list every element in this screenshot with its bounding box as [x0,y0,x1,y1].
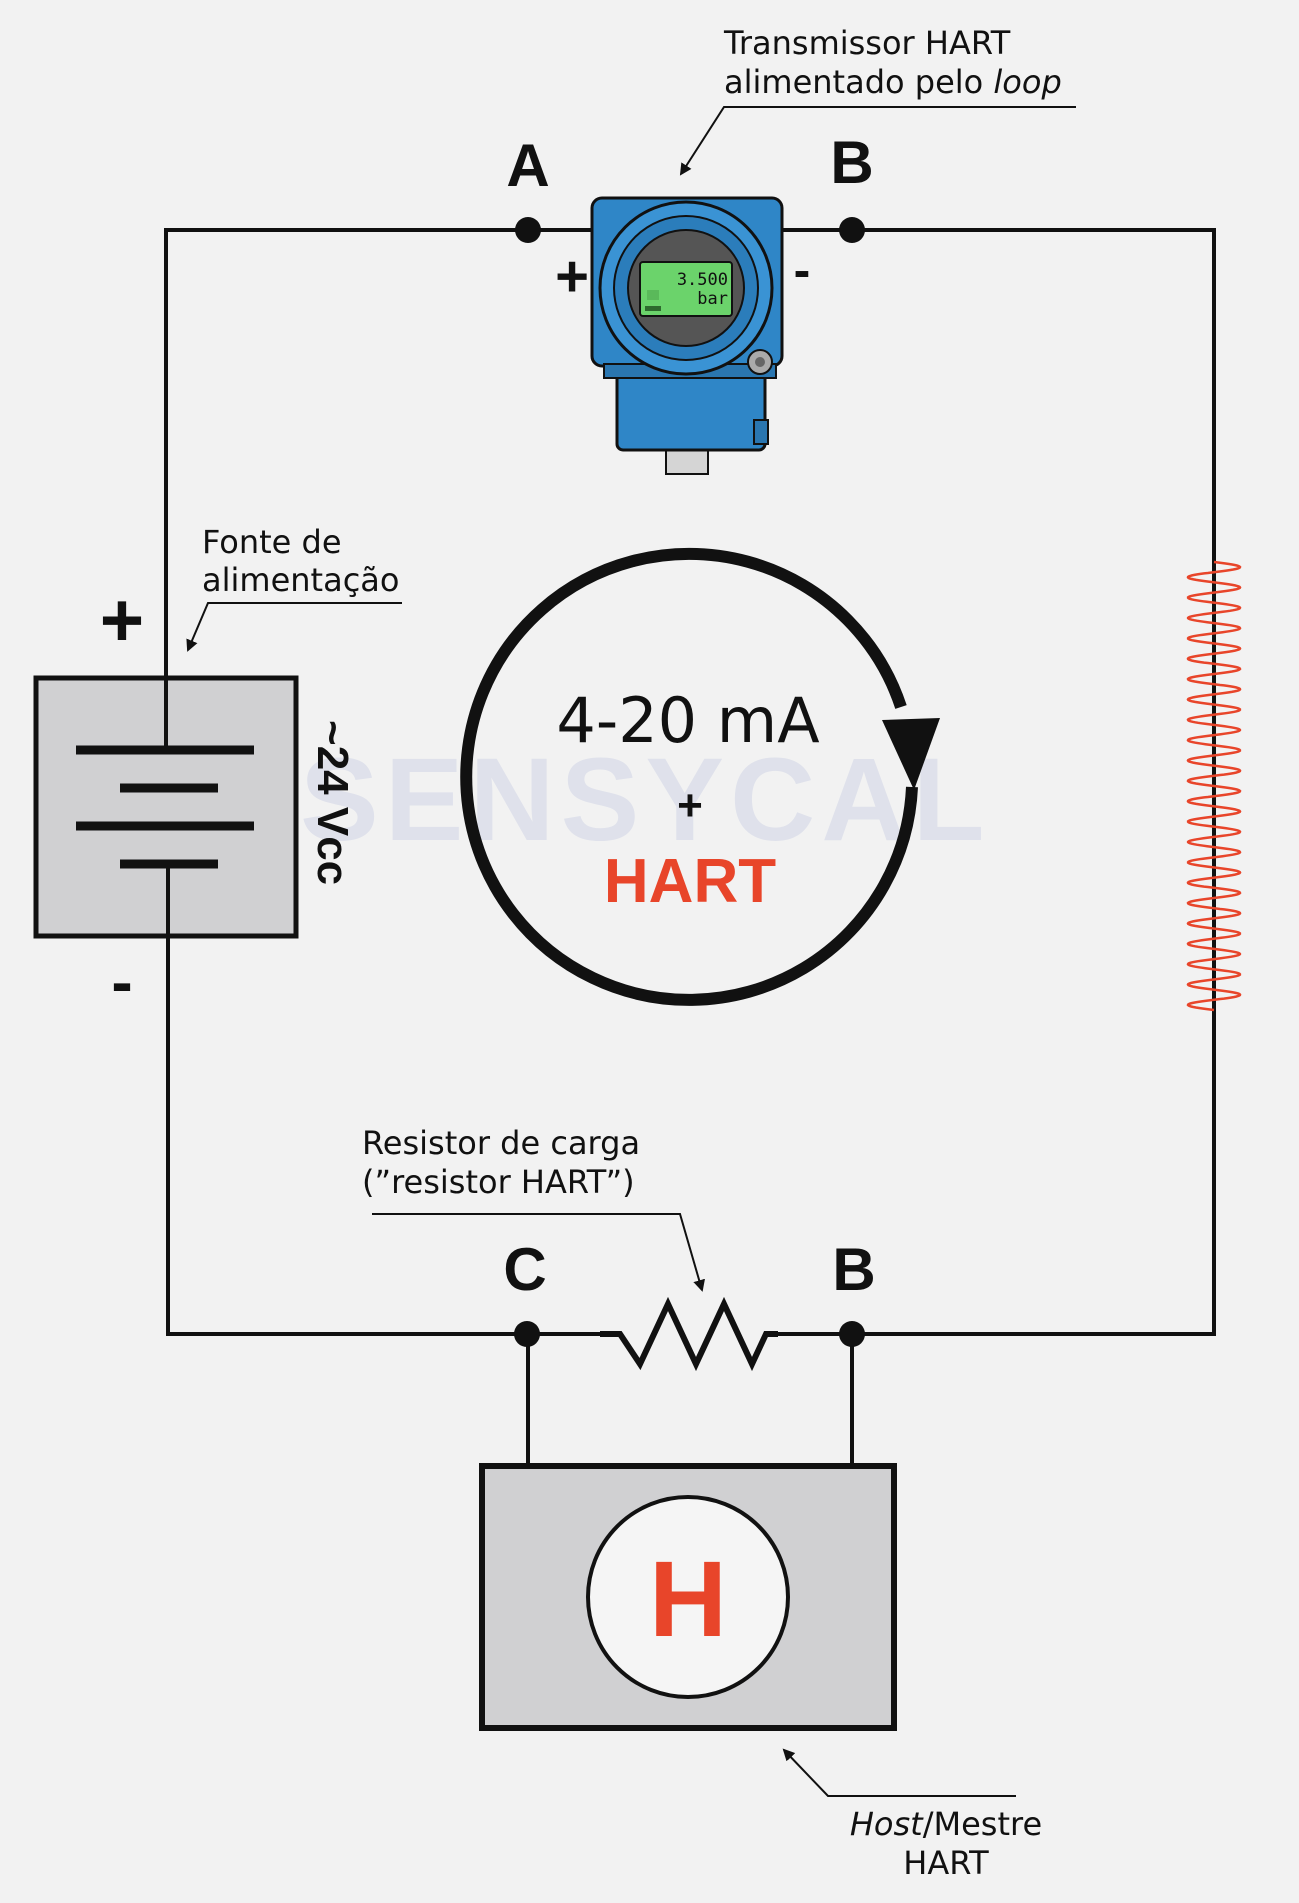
power-supply-plus: + [100,578,144,663]
terminal-b-top-label: B [830,129,873,196]
power-supply-label: Fonte de alimentação [186,523,402,652]
loop-plus: + [677,781,703,830]
power-supply-label-line2: alimentação [202,561,399,599]
power-supply: + - ~24 Vcc [33,578,357,1018]
load-resistor [600,1296,778,1372]
host-label: Host/Mestre HART [782,1748,1042,1882]
lcd-unit: bar [697,289,728,309]
power-supply-voltage: ~24 Vcc [308,720,357,885]
host: H [479,1463,897,1731]
host-symbol: H [649,1538,727,1659]
terminal-c-dot [514,1321,540,1347]
host-label-italic: Host [850,1805,924,1843]
transmitter-minus: - [794,242,811,298]
terminal-b-top-dot [839,217,865,243]
power-supply-label-line1: Fonte de [202,523,342,561]
power-supply-minus: - [111,946,132,1018]
watermark-text: SENSYCAL [300,734,991,866]
loop-circle-icon [460,547,918,1006]
transmitter-label-line2-italic: loop [993,63,1061,101]
host-label-rest: /Mestre [923,1805,1042,1843]
resistor-icon [600,1296,778,1372]
transmitter-icon [590,196,784,475]
transmitter-label-line1: Transmissor HART [723,24,1011,62]
terminal-b-bottom-label: B [832,1236,875,1303]
transmitter-label: Transmissor HART alimentado pelo loop [679,24,1076,176]
terminal-b-bottom-dot [839,1321,865,1347]
transmitter-leader-line [679,106,1076,176]
transmitter-plus: + [555,244,589,309]
power-supply-leader-line [186,602,402,652]
host-label-line1: Host/Mestre [850,1805,1042,1843]
loop-arrow-icon [882,718,940,790]
transmitter: 3.500 bar + - [555,196,811,475]
terminal-a-label: A [506,132,549,199]
current-loop: 4-20 mA + HART [460,547,940,1006]
resistor-leader-line [372,1213,705,1292]
terminal-a-dot [515,217,541,243]
loop-protocol: HART [604,847,776,916]
resistor-label-line1: Resistor de carga [362,1124,640,1162]
host-circle [586,1495,790,1699]
resistor-label: Resistor de carga (”resistor HART”) [362,1124,705,1292]
hart-signal-wave-icon [1186,560,1242,1012]
host-leader-line [782,1748,1016,1797]
watermark: S SENSYCAL [188,734,991,866]
loop-signal: 4-20 mA [556,684,819,757]
terminal-c-label: C [503,1236,546,1303]
transmitter-label-line2-prefix: alimentado pelo [724,63,993,101]
lcd-value: 3.500 [677,270,728,290]
battery-icon [76,678,254,936]
transmitter-label-line2: alimentado pelo loop [724,63,1062,101]
resistor-label-line2: (”resistor HART”) [362,1163,635,1201]
host-label-line2: HART [903,1844,989,1882]
